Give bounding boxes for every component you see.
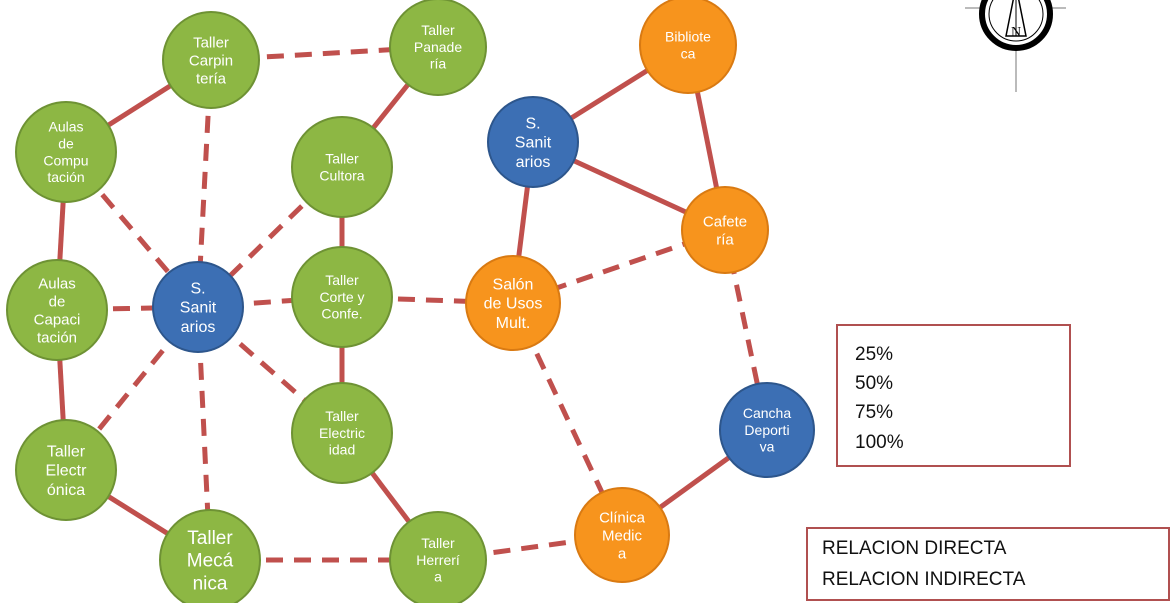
legend-label-25: 25% [855,344,894,365]
node-label: de [58,136,74,152]
node-label: ónica [47,482,85,499]
node-label: Deporti [744,422,789,438]
relation-legend: RELACION DIRECTA RELACION INDIRECTA [806,527,1170,601]
legend-label-100: 100% [855,432,904,453]
node-circle [389,0,487,96]
node-label: Medic [602,527,643,544]
node-label: Confe. [321,306,362,322]
node-label: de [49,293,66,310]
node-label: Taller [187,528,233,549]
node-label: Mecá [187,551,234,572]
node-label: Electric [319,425,365,441]
intensity-legend: 25% 50% 75% 100% [836,324,1071,467]
node-ss-right: S. Sanit arios [487,96,579,188]
node-label: a [618,545,627,562]
node-label: S. [190,280,205,297]
node-label: idad [329,442,355,458]
node-label: ría [430,56,447,72]
node-label: Aulas [38,275,76,292]
node-label: Bibliote [665,29,711,45]
node-label: Sanit [180,300,217,317]
legend-label-50: 50% [855,373,894,394]
node-label: Aulas [48,119,83,135]
node-label: Herrerí [416,552,460,568]
node-label: Taller [325,151,359,167]
node-label: Electr [46,463,88,480]
node-label: Corte y [319,289,364,305]
node-circle [465,255,561,351]
node-label: S. [525,115,540,132]
node-label: Sanit [515,135,552,152]
node-circle [574,487,670,583]
compass-letter: N [1011,25,1021,40]
node-circle [15,419,117,521]
node-label: nica [193,573,228,594]
node-circle [291,116,393,218]
node-circle [681,186,769,274]
node-label: ca [681,45,696,61]
node-label: Taller [421,22,455,38]
node-label: Mult. [496,315,531,332]
node-label: Carpin [189,52,233,69]
node-ss-left: S. Sanit arios [152,261,244,353]
node-label: Taller [47,443,86,460]
node-circle [719,382,815,478]
node-circle [159,509,261,603]
node-label: Panade [414,39,462,55]
legend-label-75: 75% [855,402,894,423]
node-label: Taller [421,535,455,551]
node-circle [487,96,579,188]
node-label: va [760,439,775,455]
node-label: tación [37,329,77,346]
node-label: tería [196,70,227,87]
node-label: Cancha [743,405,791,421]
legend-indirect-label: RELACION INDIRECTA [822,569,1026,590]
node-label: Salón [493,276,534,293]
node-circle [6,259,108,361]
node-label: Clínica [599,509,646,526]
node-label: Cultora [319,167,364,183]
node-label: arios [516,154,551,171]
nodes-layer: TallerCarpinteríaTallerPanaderíaAulasdeC… [6,0,815,603]
node-label: Cafete [703,213,747,230]
node-circle [15,101,117,203]
node-label: Capaci [34,311,81,328]
node-circle [152,261,244,353]
compass-icon: N [965,0,1066,92]
node-label: tación [47,169,84,185]
node-label: Taller [325,408,359,424]
node-label: Compu [43,152,88,168]
node-circle [389,511,487,603]
node-label: ría [716,231,734,248]
node-label: arios [181,319,216,336]
node-label: Taller [193,34,229,51]
node-label: a [434,569,442,585]
node-label: de Usos [484,296,543,313]
node-circle [291,382,393,484]
node-circle [639,0,737,94]
node-circle [162,11,260,109]
legend-direct-label: RELACION DIRECTA [822,538,1007,559]
node-circle [291,246,393,348]
node-label: Taller [325,272,359,288]
